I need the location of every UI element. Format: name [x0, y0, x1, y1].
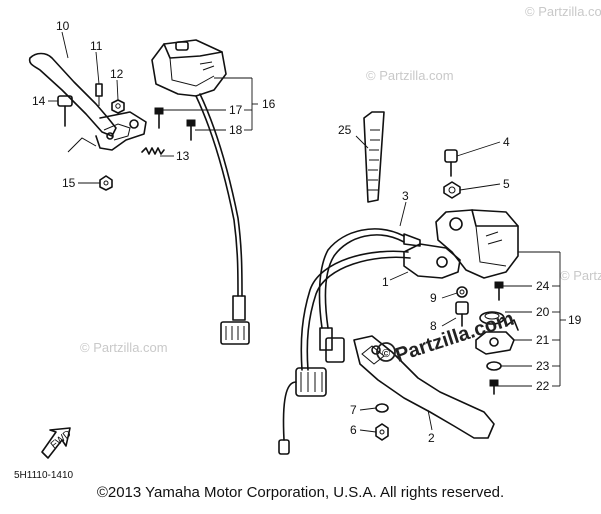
label-20: 20 — [536, 305, 550, 319]
part-17-screw — [154, 107, 164, 129]
part-9-washer — [456, 286, 468, 298]
label-5: 5 — [503, 177, 510, 191]
label-13: 13 — [176, 149, 190, 163]
part-25-strap — [363, 111, 385, 203]
label-16: 16 — [262, 97, 276, 111]
part-7-washer — [375, 403, 389, 413]
label-18: 18 — [229, 123, 243, 137]
label-3: 3 — [402, 189, 409, 203]
part-14-bolt — [57, 95, 73, 127]
label-21: 21 — [536, 333, 550, 347]
copyright-notice: ©2013 Yamaha Motor Corporation, U.S.A. A… — [96, 484, 505, 501]
label-19: 19 — [568, 313, 582, 327]
part-19-switch-housing — [435, 209, 519, 279]
leader-lines — [48, 31, 566, 433]
label-17: 17 — [229, 103, 243, 117]
right-cable — [278, 250, 411, 455]
label-1: 1 — [382, 275, 389, 289]
label-4: 4 — [503, 135, 510, 149]
part-6-nut — [375, 423, 389, 441]
part-11-screw — [95, 83, 103, 106]
left-cable — [195, 93, 250, 345]
part-15-nut — [99, 175, 113, 191]
part-13-spring — [141, 147, 165, 155]
part-22-screw — [489, 379, 499, 395]
watermark-top-right: © Partzilla.com — [525, 4, 601, 19]
label-15: 15 — [62, 176, 76, 190]
part-20-cap — [479, 311, 505, 325]
label-12: 12 — [110, 67, 124, 81]
label-22: 22 — [536, 379, 550, 393]
lever-upper-left — [28, 52, 147, 151]
watermark-upper: © Partzilla.com — [366, 68, 454, 83]
part-2-lever — [353, 335, 495, 439]
part-3-cable — [318, 228, 421, 363]
watermark-left: © Partzilla.com — [80, 340, 168, 355]
label-23: 23 — [536, 359, 550, 373]
part-12-nut — [111, 99, 125, 114]
label-11: 11 — [90, 39, 103, 53]
part-18-screw — [186, 119, 196, 141]
label-2: 2 — [428, 431, 435, 445]
svg-text:©: © — [382, 348, 390, 360]
part-code: 5H1110-1410 — [14, 470, 74, 481]
label-10: 10 — [56, 19, 70, 33]
part-5-washer — [443, 181, 461, 199]
label-25: 25 — [338, 123, 352, 137]
watermark-center: © Partzilla.com — [376, 308, 517, 367]
label-9: 9 — [430, 291, 437, 305]
part-21-switch — [475, 319, 519, 355]
watermark-center-text: Partzilla.com — [393, 308, 517, 367]
label-8: 8 — [430, 319, 437, 333]
fwd-arrow-icon: FWD — [41, 427, 74, 459]
label-14: 14 — [32, 94, 46, 108]
part-16-switch-housing — [151, 39, 227, 97]
label-6: 6 — [350, 423, 357, 437]
part-4-bolt — [444, 149, 458, 177]
label-7: 7 — [350, 403, 357, 417]
part-labels: 10 11 12 14 13 15 16 17 18 25 4 5 3 1 19… — [32, 19, 582, 445]
watermarks: © Partzilla.com © Partzilla.com © Partzi… — [80, 4, 601, 355]
part-8-bolt — [455, 301, 469, 327]
part-1-bracket — [403, 243, 461, 279]
label-24: 24 — [536, 279, 550, 293]
part-24-screw — [494, 281, 504, 301]
watermark-right: © Partzilla.com — [560, 268, 601, 283]
part-23-washer — [486, 361, 502, 371]
